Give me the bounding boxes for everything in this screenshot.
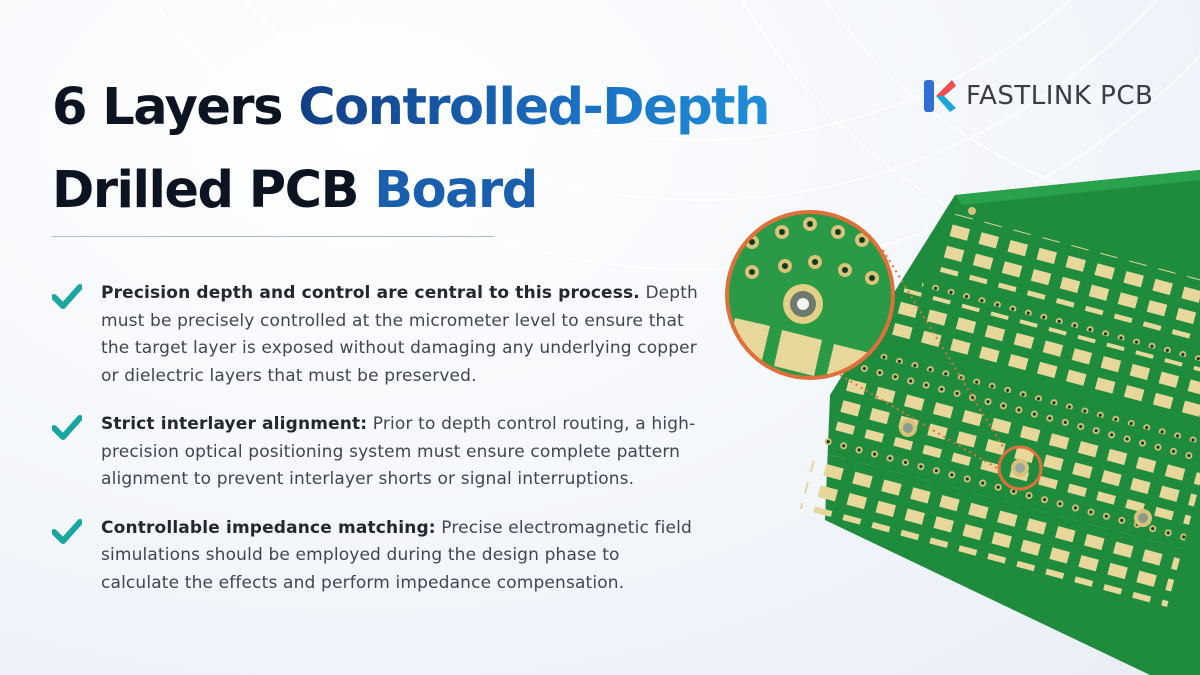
check-icon (52, 415, 82, 440)
bullet-text: Controllable impedance matching: Precise… (101, 515, 702, 598)
bullet-body: Prior to depth control routing, a high-p… (101, 414, 696, 489)
brand-name: FASTLINK PCB (966, 81, 1154, 111)
pcb-board-illustration (725, 170, 1200, 675)
fastlink-k-logo-icon (924, 80, 956, 112)
title-line2-blue: Board (374, 161, 538, 220)
feature-list: Precision depth and control are central … (52, 280, 702, 618)
highlight-ring (997, 445, 1043, 491)
check-icon (52, 284, 82, 309)
bullet-heading: Controllable impedance matching: (101, 517, 436, 538)
list-item: Strict interlayer alignment: Prior to de… (52, 411, 702, 494)
title-line1-blue: Controlled-Depth (298, 78, 770, 137)
title-divider (52, 236, 494, 237)
bullet-heading: Precision depth and control are central … (101, 283, 640, 303)
leader-lines (834, 249, 1006, 471)
list-item: Controllable impedance matching: Precise… (52, 515, 702, 598)
title-line1-dark: 6 Layers (52, 78, 299, 137)
page-title: 6 Layers Controlled-Depth Drilled PCB Bo… (52, 66, 872, 232)
pcb-board (799, 170, 1200, 675)
check-icon (52, 518, 82, 544)
title-line2-dark: Drilled PCB (52, 161, 375, 220)
bullet-text: Strict interlayer alignment: Prior to de… (101, 411, 702, 494)
brand-logo: FASTLINK PCB (922, 78, 1153, 114)
bullet-body: Precise electromagnetic field simulation… (101, 517, 692, 593)
bullet-body: Depth must be precisely controlled at th… (101, 283, 698, 386)
bullet-text: Precision depth and control are central … (101, 280, 702, 390)
bullet-heading: Strict interlayer alignment: (101, 414, 368, 434)
list-item: Precision depth and control are central … (52, 280, 702, 390)
